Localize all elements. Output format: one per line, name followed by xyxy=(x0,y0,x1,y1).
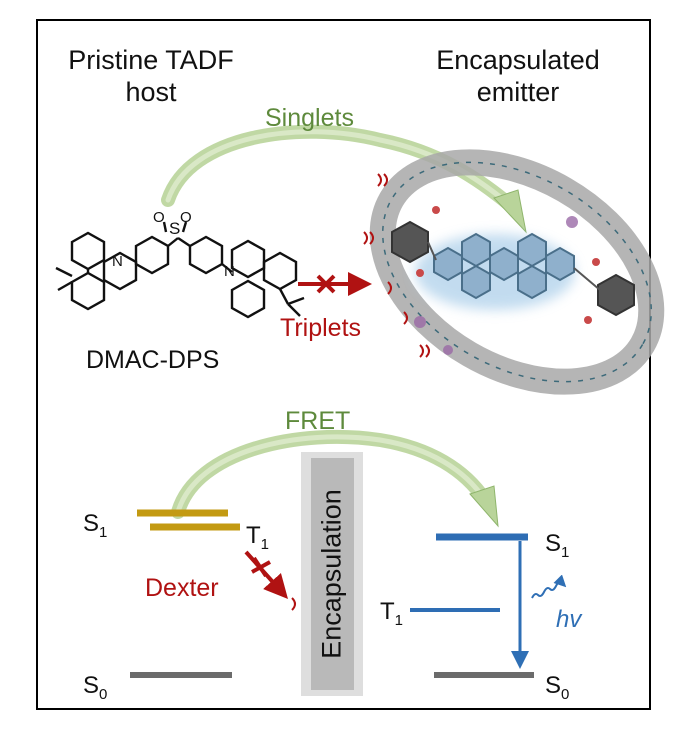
right-title: Encapsulated emitter xyxy=(418,44,618,108)
encapsulation-barrier-inner xyxy=(311,458,354,690)
fret-arrow xyxy=(171,429,499,528)
host-s1-label: S1 xyxy=(83,510,107,541)
right-title-line1: Encapsulated xyxy=(436,45,600,75)
right-title-line2: emitter xyxy=(476,77,560,107)
emitter-t1-subscript: 1 xyxy=(394,612,404,629)
atom-nitrogen-1: N xyxy=(112,253,123,270)
host-s1-letter: S xyxy=(83,510,100,537)
emitter-s1-subscript: 1 xyxy=(561,544,570,561)
hv-label: hv xyxy=(556,606,582,633)
host-t1-label: T1 xyxy=(246,522,269,553)
singlets-label: Singlets xyxy=(265,104,354,132)
host-t1-letter: T xyxy=(246,522,261,549)
emitter-t1-label: T1 xyxy=(380,598,403,629)
atom-nitrogen-2: N xyxy=(224,263,235,280)
atom-oxygen-2: O xyxy=(180,209,192,226)
singlet-transfer-arrow xyxy=(161,124,527,234)
dmac-dps-molecule xyxy=(55,221,305,319)
emitter-s0-letter: S xyxy=(545,672,562,699)
left-title: Pristine TADF host xyxy=(56,44,246,108)
atom-oxygen-1: O xyxy=(153,209,165,226)
left-title-line1: Pristine TADF xyxy=(68,45,234,75)
blocked-triplet-arrow xyxy=(298,272,372,296)
photon-emission-icon xyxy=(531,574,567,599)
host-s0-subscript: 0 xyxy=(99,686,108,703)
encapsulated-emitter-structure xyxy=(363,149,665,395)
fret-label: FRET xyxy=(285,407,351,435)
emitter-s0-label: S0 xyxy=(545,672,569,703)
emitter-s0-subscript: 0 xyxy=(561,686,570,703)
atom-sulfur: S xyxy=(169,219,180,238)
encapsulation-label: Encapsulation xyxy=(316,489,347,659)
emitter-s1-label: S1 xyxy=(545,530,569,561)
blocked-dexter-arrow xyxy=(244,550,296,611)
emitter-t1-letter: T xyxy=(380,598,395,625)
figure-frame xyxy=(36,19,651,710)
host-s0-letter: S xyxy=(83,672,100,699)
left-title-line2: host xyxy=(125,77,177,107)
molecule-name-label: DMAC-DPS xyxy=(86,346,220,374)
triplets-label: Triplets xyxy=(280,314,362,342)
host-s0-label: S0 xyxy=(83,672,107,703)
host-t1-subscript: 1 xyxy=(260,536,270,553)
dexter-label: Dexter xyxy=(145,574,219,602)
emitter-s1-letter: S xyxy=(545,530,562,557)
host-s1-subscript: 1 xyxy=(99,524,108,541)
